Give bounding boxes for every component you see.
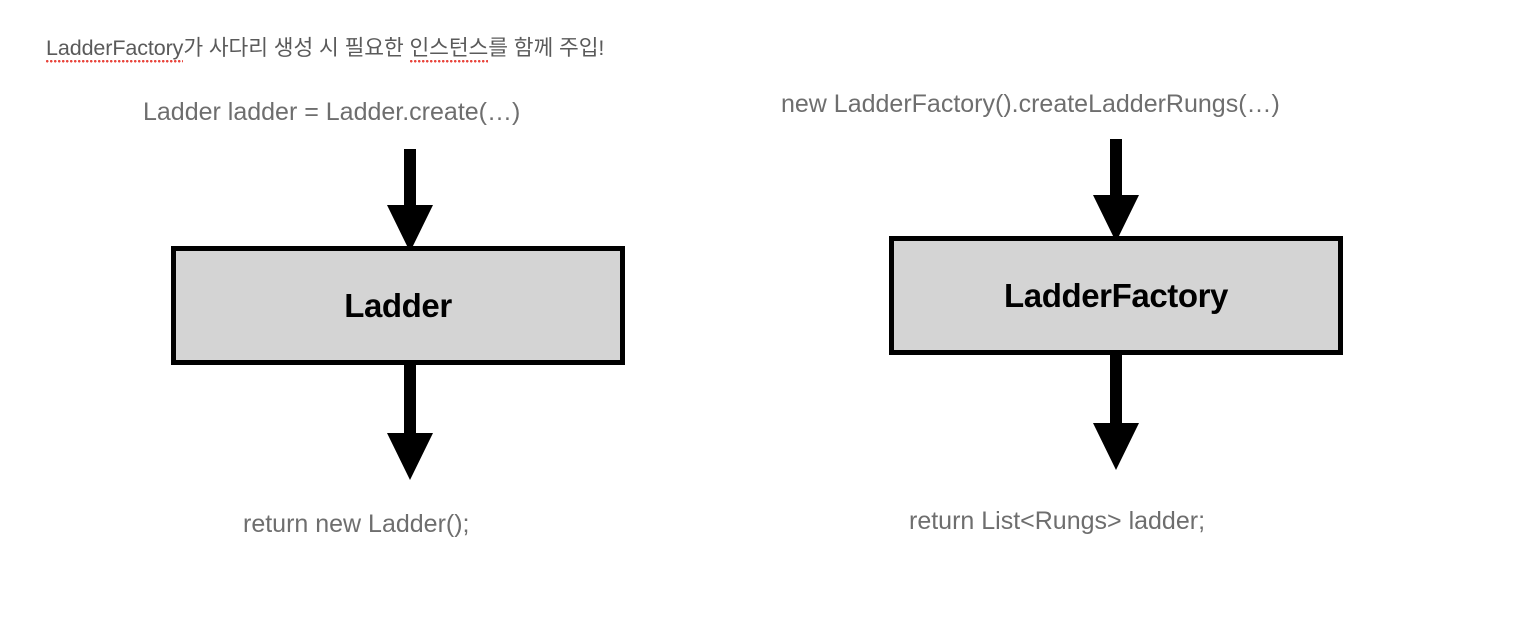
caption-misspelled-instance: 인스턴스 [409,36,488,63]
caption-text-part-2: 를 함께 주입! [488,36,605,60]
right-input-call-label: new LadderFactory().createLadderRungs(…) [781,90,1280,118]
class-box-ladderfactory: LadderFactory [889,236,1343,355]
right-output-return-label: return List<Rungs> ladder; [909,507,1206,535]
class-box-ladder-title: Ladder [344,286,452,324]
left-output-return-label: return new Ladder(); [243,510,470,538]
caption-text-part-1: 가 사다리 생성 시 필요한 [183,36,410,60]
class-box-ladderfactory-title: LadderFactory [1003,276,1229,314]
right-top-arrow [1093,139,1139,242]
left-top-arrow [387,149,433,252]
caption-misspelled-ladderfactory: LadderFactory [46,36,183,63]
left-input-call-label: Ladder ladder = Ladder.create(…) [143,98,521,126]
left-bottom-arrow [387,360,433,480]
diagram-caption: LadderFactory가 사다리 생성 시 필요한 인스턴스를 함께 주입! [46,33,604,63]
right-bottom-arrow [1093,350,1139,470]
class-box-ladder: Ladder [171,246,625,365]
